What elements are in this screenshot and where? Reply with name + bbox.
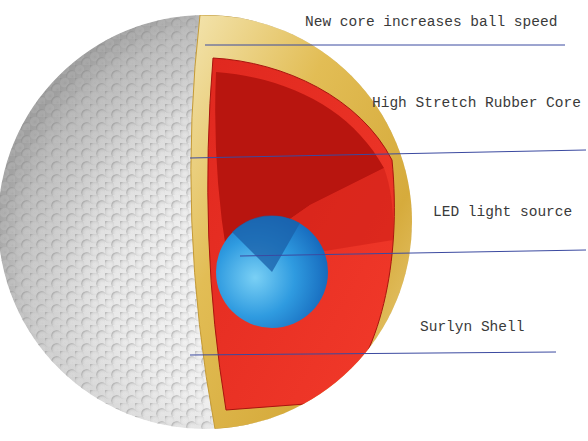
led-cut: [232, 215, 300, 272]
rubber-core: [208, 58, 395, 410]
led-sphere: [216, 216, 328, 328]
part-label: Surlyn Shell: [420, 318, 524, 336]
ball-shadow: [0, 0, 420, 441]
leader-line: [205, 45, 565, 46]
part-label: New core increases ball speed: [305, 13, 557, 31]
leader-lines: [190, 45, 586, 355]
leader-line: [190, 352, 556, 355]
ball-dimples: [0, 0, 420, 441]
surlyn-shell: [191, 15, 415, 429]
golf-ball: [0, 0, 420, 441]
part-label: High Stretch Rubber Core: [372, 94, 581, 112]
leader-line: [190, 150, 586, 158]
leader-line: [240, 250, 586, 256]
part-label: LED light source: [433, 203, 572, 221]
